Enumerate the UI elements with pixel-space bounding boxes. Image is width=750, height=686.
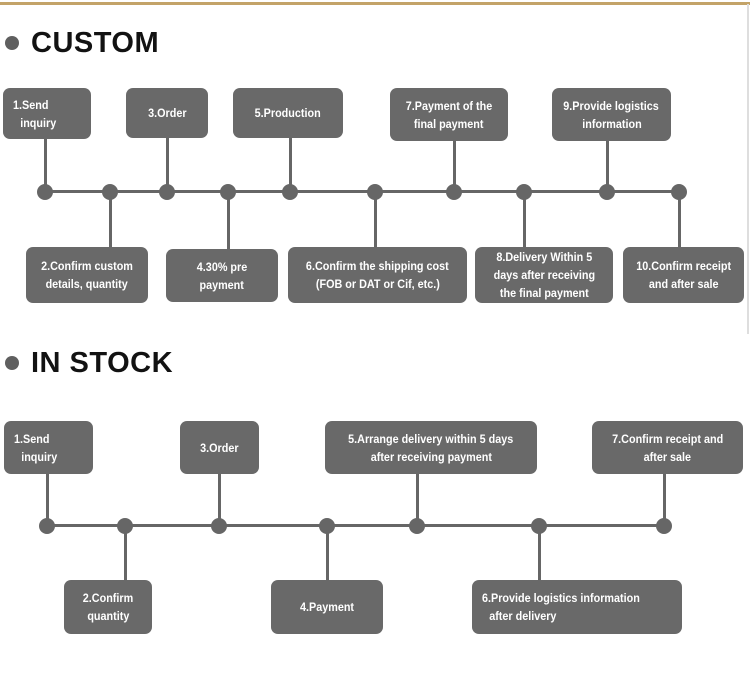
instock-step-4-box: 4.Payment xyxy=(271,580,383,634)
instock-step-4-timeline-dot xyxy=(319,517,335,534)
custom-step-2-box: 2.Confirm custom details, quantity xyxy=(26,247,148,303)
instock-step-5-connector xyxy=(415,474,419,525)
custom-step-10-timeline-dot xyxy=(671,183,687,200)
step-label-line: 8.Delivery Within 5 xyxy=(496,250,592,264)
step-label-line: 6.Confirm the shipping cost xyxy=(306,259,449,273)
instock-step-7-timeline-dot xyxy=(656,517,672,534)
step-label-line: inquiry xyxy=(20,115,57,130)
step-label-line: 5.Production xyxy=(254,106,322,120)
step-label-line: and after sale xyxy=(648,277,719,291)
step-label-line: 3.Order xyxy=(200,440,239,455)
custom-step-3-connector xyxy=(165,138,169,191)
custom-step-4-connector xyxy=(226,192,230,249)
instock-step-5-box: 5.Arrange delivery within 5 days after re… xyxy=(325,421,537,474)
instock-step-6-timeline-dot xyxy=(531,517,547,534)
custom-step-7-connector xyxy=(452,141,456,191)
custom-section-header: CUSTOM xyxy=(5,28,159,58)
custom-step-10-connector xyxy=(677,192,681,247)
step-label-line: 10.Confirm receipt xyxy=(636,259,731,273)
instock-step-1-box: 1.Send inquiry xyxy=(4,421,93,474)
step-label-line: after delivery xyxy=(489,609,557,623)
step-label-line: 9.Provide logistics xyxy=(563,98,660,113)
custom-step-8-box: 8.Delivery Within 5 days after receiving t… xyxy=(475,247,613,303)
step-label-line: inquiry xyxy=(21,449,58,464)
instock-step-7-box: 7.Confirm receipt and after sale xyxy=(592,421,743,474)
bullet-icon xyxy=(5,36,19,51)
instock-section-header: IN STOCK xyxy=(5,348,173,378)
custom-step-4-box: 4.30% pre payment xyxy=(166,249,278,302)
custom-step-1-box: 1.Send inquiry xyxy=(3,88,91,139)
step-label-line: 4.Payment xyxy=(299,600,355,614)
instock-step-1-connector xyxy=(45,474,49,525)
step-label-line: 7.Confirm receipt and xyxy=(611,431,724,446)
instock-step-6-box: 6.Provide logistics information after del… xyxy=(472,580,682,634)
custom-step-9-timeline-dot xyxy=(599,183,615,200)
instock-step-6-connector xyxy=(537,526,541,580)
step-label-line: final payment xyxy=(414,116,484,131)
step-label-line: 5.Arrange delivery within 5 days xyxy=(348,431,514,446)
instock-step-5-timeline-dot xyxy=(409,517,425,534)
instock-step-1-timeline-dot xyxy=(39,517,55,534)
custom-step-9-connector xyxy=(605,141,609,191)
custom-step-5-connector xyxy=(288,138,292,191)
section-title-custom: CUSTOM xyxy=(31,27,160,59)
custom-step-3-box: 3.Order xyxy=(126,88,208,138)
step-label-line: 6.Provide logistics information xyxy=(482,591,640,605)
custom-step-3-timeline-dot xyxy=(159,183,175,200)
instock-step-2-connector xyxy=(123,526,127,580)
step-label-line: 2.Confirm xyxy=(82,591,134,605)
step-label-line: 1.Send xyxy=(13,97,49,112)
custom-step-8-connector xyxy=(522,192,526,247)
custom-step-6-box: 6.Confirm the shipping cost (FOB or DAT o… xyxy=(288,247,467,303)
custom-step-1-connector xyxy=(43,139,47,191)
custom-step-4-timeline-dot xyxy=(220,183,236,200)
step-label-line: information xyxy=(581,116,642,131)
custom-step-9-box: 9.Provide logistics information xyxy=(552,88,671,141)
step-label-line: after sale xyxy=(643,449,692,464)
bullet-icon xyxy=(5,356,19,371)
custom-step-8-timeline-dot xyxy=(516,183,532,200)
right-edge-line xyxy=(747,4,749,334)
instock-step-3-connector xyxy=(217,474,221,525)
custom-step-6-timeline-dot xyxy=(367,183,383,200)
step-label-line: after receiving payment xyxy=(370,449,492,464)
step-label-line: details, quantity xyxy=(45,277,129,291)
step-label-line: 7.Payment of the xyxy=(405,98,493,113)
instock-step-4-connector xyxy=(325,526,329,580)
custom-step-7-box: 7.Payment of the final payment xyxy=(390,88,508,141)
step-label-line: 1.Send xyxy=(14,431,50,446)
step-label-line: payment xyxy=(199,277,245,292)
custom-step-2-timeline-dot xyxy=(102,183,118,200)
custom-timeline xyxy=(45,190,679,193)
top-accent-line xyxy=(0,2,750,5)
custom-step-7-timeline-dot xyxy=(446,183,462,200)
step-label-line: days after receiving xyxy=(493,268,595,282)
custom-step-2-connector xyxy=(108,192,112,247)
instock-step-2-timeline-dot xyxy=(117,517,133,534)
step-label-line: quantity xyxy=(86,609,129,623)
step-label-line: 3.Order xyxy=(147,106,187,120)
section-title-instock: IN STOCK xyxy=(31,347,174,379)
custom-step-5-timeline-dot xyxy=(282,183,298,200)
custom-step-1-timeline-dot xyxy=(37,183,53,200)
custom-step-10-box: 10.Confirm receipt and after sale xyxy=(623,247,744,303)
instock-step-3-box: 3.Order xyxy=(180,421,259,474)
step-label-line: 2.Confirm custom xyxy=(41,259,133,273)
step-label-line: the final payment xyxy=(499,286,589,300)
custom-step-6-connector xyxy=(373,192,377,247)
instock-timeline xyxy=(47,524,664,527)
instock-step-2-box: 2.Confirm quantity xyxy=(64,580,152,634)
instock-step-3-timeline-dot xyxy=(211,517,227,534)
step-label-line: (FOB or DAT or Cif, etc.) xyxy=(315,277,440,291)
instock-step-7-connector xyxy=(662,474,666,525)
step-label-line: 4.30% pre xyxy=(196,259,248,274)
custom-step-5-box: 5.Production xyxy=(233,88,343,138)
